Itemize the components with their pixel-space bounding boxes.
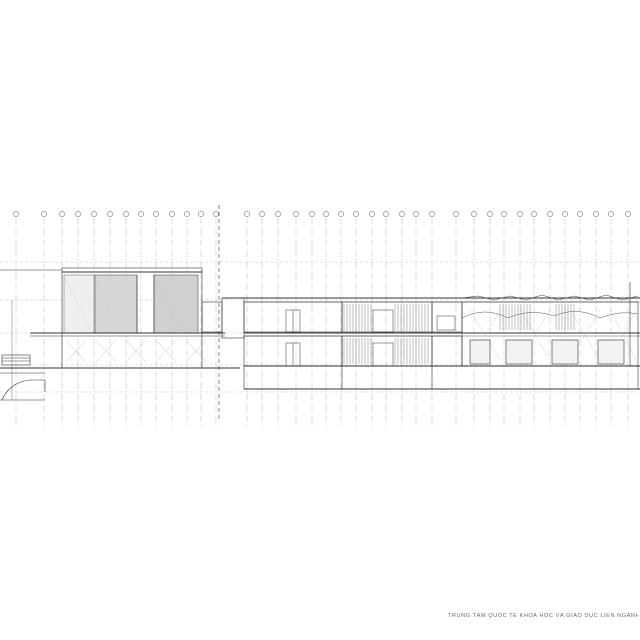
hall-opening-2	[505, 339, 533, 365]
grid-axis-bubble	[107, 211, 113, 217]
wing-upper-room-3	[431, 301, 463, 333]
grid-axis-bubble	[75, 211, 81, 217]
atrium-upper-bracing	[65, 279, 181, 331]
hall-bracing	[469, 309, 637, 361]
grid-axis-bubble	[169, 211, 175, 217]
right-hall	[461, 282, 639, 367]
wing-upper-room-2	[341, 301, 433, 333]
left-ground	[0, 269, 240, 401]
grid-axis-bubble	[41, 211, 47, 217]
grid-axis-bubble	[399, 211, 405, 217]
grid-axis-bubble	[501, 211, 507, 217]
grid-axis-bubble	[562, 211, 568, 217]
grid-axis-bubble	[547, 211, 553, 217]
grid-axis-bubble	[338, 211, 344, 217]
grid-axis-bubble	[531, 211, 537, 217]
link-block	[221, 297, 245, 339]
grid-axis-bubble	[369, 211, 375, 217]
hall-ceiling-wave	[461, 311, 639, 319]
grid-axis-bubble	[429, 211, 435, 217]
window-upper-3	[436, 315, 456, 331]
grid-axis-bubble	[213, 211, 219, 217]
grid-axis-bubble	[471, 211, 477, 217]
grid-axis-bubble	[353, 211, 359, 217]
left-stair-block	[1, 354, 31, 366]
grid-axis-bubble	[593, 211, 599, 217]
hall-opening-4	[597, 339, 625, 365]
grid-axis-bubble	[91, 211, 97, 217]
classroom-wing	[221, 297, 640, 390]
grid-axes	[13, 211, 631, 425]
grid-axis-bubble	[293, 211, 299, 217]
atrium-shaded-panel-2	[153, 274, 199, 334]
grid-axis-bubble	[608, 211, 614, 217]
grid-axis-bubble	[198, 211, 204, 217]
grid-axis-bubble	[413, 211, 419, 217]
grid-axis-bubble	[309, 211, 315, 217]
grid-axis-bubble	[383, 211, 389, 217]
wing-mullions	[343, 304, 575, 364]
right-hall-outline	[461, 301, 639, 367]
grid-axis-bubble	[577, 211, 583, 217]
grid-axis-bubble	[275, 211, 281, 217]
wing-lower-room-2	[341, 335, 433, 367]
atrium-light-panel	[63, 274, 95, 334]
hall-opening-1	[469, 339, 491, 365]
grid-axis-bubble	[59, 211, 65, 217]
atrium-lower-bracing	[65, 339, 207, 363]
grid-axis-bubble	[259, 211, 265, 217]
grid-axis-bubble	[453, 211, 459, 217]
grid-axis-bubble	[153, 211, 159, 217]
grid-axis-bubble	[138, 211, 144, 217]
sawtooth-roof	[461, 294, 639, 301]
grid-axis-bubble	[487, 211, 493, 217]
hall-opening-3	[551, 339, 579, 365]
drawing-caption: TRUNG TÂM QUỐC TẾ KHOA HỌC VÀ GIÁO DỤC L…	[448, 613, 638, 619]
wing-lower-room-3	[431, 335, 463, 367]
door-lower-2	[372, 342, 394, 367]
atrium-block	[30, 267, 225, 369]
grid-axis-bubble	[323, 211, 329, 217]
door-upper-2	[372, 309, 394, 333]
grid-axis-bubble	[244, 211, 250, 217]
wing-doors	[285, 309, 456, 367]
grid-axis-bubble	[184, 211, 190, 217]
grid-axis-bubble	[13, 211, 19, 217]
left-ramp-curve	[1, 379, 46, 401]
grid-axis-bubble	[625, 211, 631, 217]
grid-axis-bubble	[517, 211, 523, 217]
grid-axis-bubble	[123, 211, 129, 217]
atrium-shaded-panel-1	[94, 274, 138, 334]
